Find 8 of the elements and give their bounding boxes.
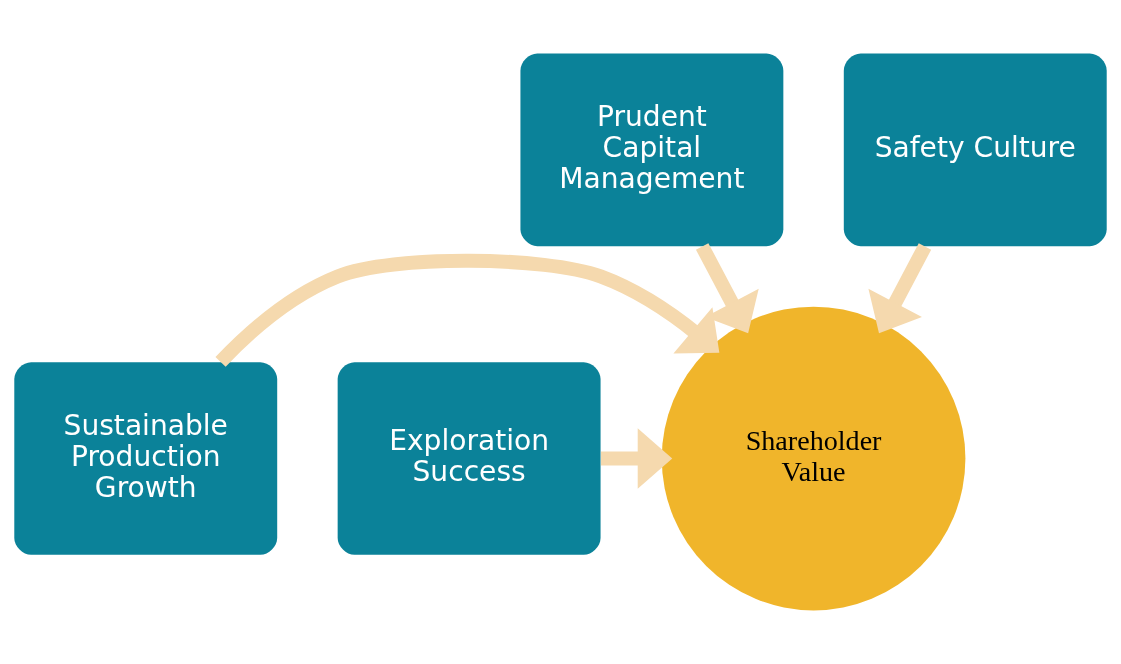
arrow xyxy=(868,243,932,334)
arrow xyxy=(695,243,759,334)
node-box: Sustainable Production Growth xyxy=(14,362,278,555)
node-box: Prudent Capital Management xyxy=(520,53,784,247)
arrow xyxy=(215,253,720,367)
node-box: Safety Culture xyxy=(843,53,1107,247)
node-box: Exploration Success xyxy=(337,362,601,555)
arrow xyxy=(601,428,673,489)
